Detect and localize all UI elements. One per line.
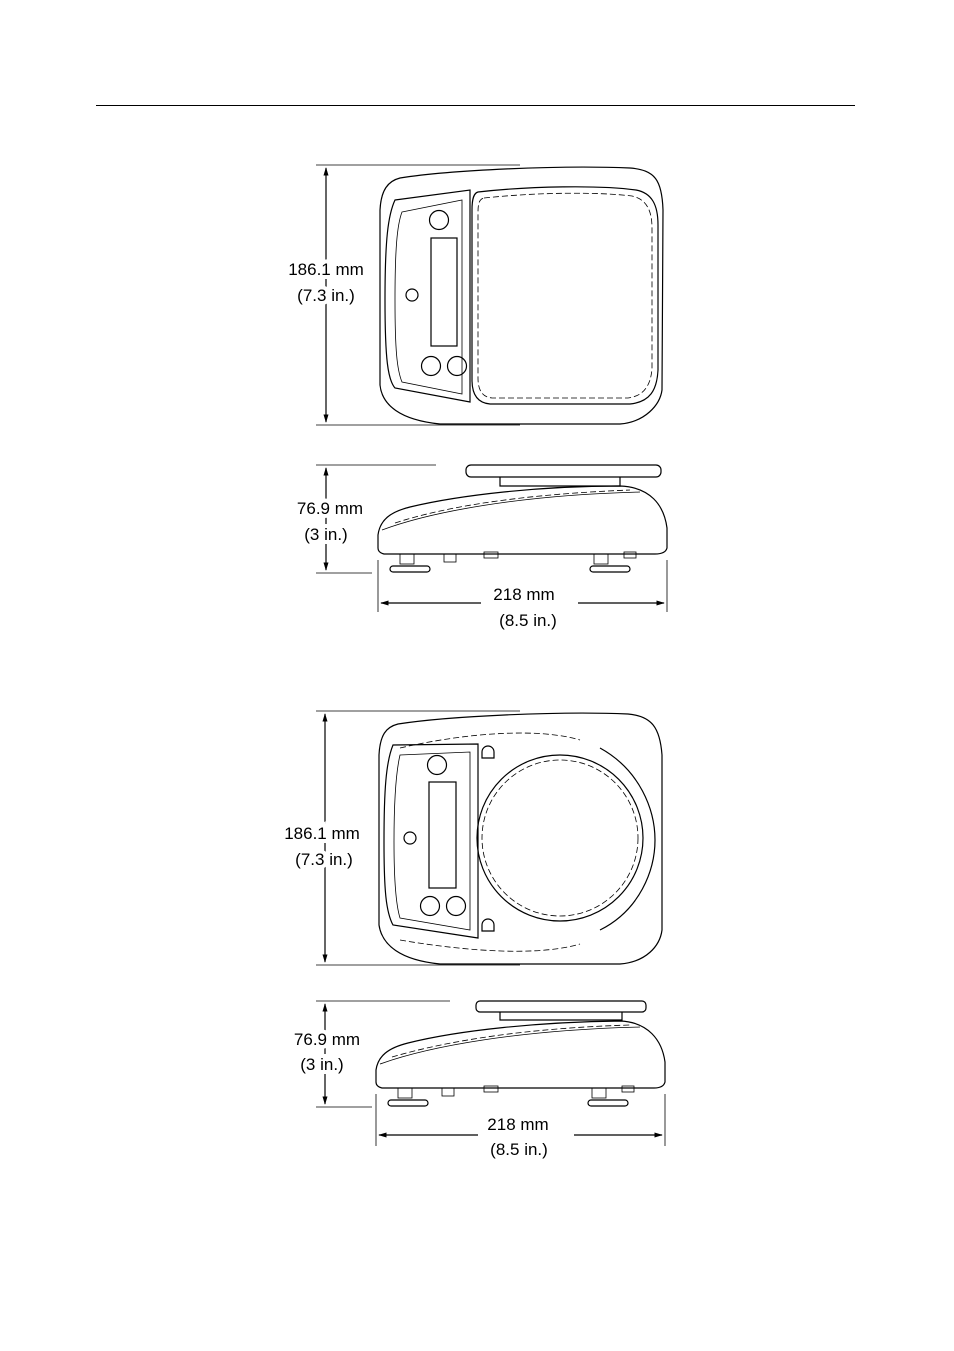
depth-in-label: (3 in.)	[300, 1055, 343, 1074]
width-in-label: (8.5 in.)	[499, 611, 557, 630]
depth-in-label: (3 in.)	[304, 525, 347, 544]
round-scale-top-view: 186.1 mm (7.3 in.)	[284, 711, 662, 965]
width-in-label: (8.5 in.)	[490, 1140, 548, 1159]
depth-mm-label: 76.9 mm	[294, 1030, 360, 1049]
width-mm-label: 218 mm	[487, 1115, 548, 1134]
square-scale-top-view: 186.1 mm (7.3 in.)	[288, 165, 663, 425]
depth-mm-label: 76.9 mm	[297, 499, 363, 518]
height-in-label: (7.3 in.)	[295, 850, 353, 869]
width-mm-label: 218 mm	[493, 585, 554, 604]
square-scale-side-view: 76.9 mm (3 in.) 218 mm (8.5 in.)	[297, 465, 667, 630]
height-mm-label: 186.1 mm	[284, 824, 360, 843]
height-in-label: (7.3 in.)	[297, 286, 355, 305]
round-scale-side-view: 76.9 mm (3 in.) 218 mm (8.5 in.)	[294, 1001, 665, 1159]
height-mm-label: 186.1 mm	[288, 260, 364, 279]
